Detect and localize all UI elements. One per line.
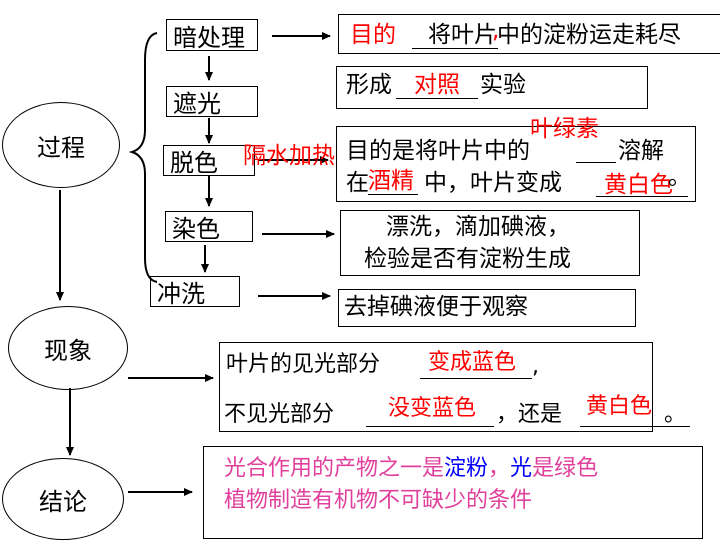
step-shade: 遮光 (166, 86, 258, 117)
conclusion-box (203, 446, 703, 539)
note-decolor (336, 126, 696, 202)
note-stain-line1: 漂洗，滴加碘液， (386, 214, 570, 240)
conclusion-part1: 光合作用的产物之一是 (224, 456, 445, 481)
step-dark-label: 暗处理 (173, 23, 245, 51)
note-shade-underline (396, 98, 478, 99)
phenomenon-line2-answer: 没变蓝色 (388, 396, 477, 421)
step-shade-label: 遮光 (173, 90, 221, 117)
note-shade-prefix: 形成 (346, 72, 392, 98)
note-dark-comma: , (492, 18, 500, 44)
oval-phenomenon: 现象 (8, 306, 128, 390)
phenomenon-line1-answer: 变成蓝色 (428, 350, 517, 375)
step-rinse-label: 冲洗 (157, 280, 205, 307)
note-decolor-period: 。 (668, 164, 691, 190)
note-stain-line2: 检验是否有淀粉生成 (364, 246, 571, 272)
oval-phenomenon-label: 现象 (44, 336, 92, 365)
phenomenon-underline-1 (420, 378, 532, 379)
phenomenon-box (219, 342, 653, 432)
conclusion-line2: 植物制造有机物不可缺少的条件 (224, 488, 533, 513)
note-dark (338, 14, 720, 54)
conclusion-part5: 是绿色 (532, 456, 599, 481)
note-shade-suffix: 实验 (480, 72, 526, 98)
brace (128, 32, 158, 283)
oval-process: 过程 (2, 102, 120, 188)
note-stain (340, 210, 640, 276)
phenomenon-line1-prefix: 叶片的见光部分 (226, 352, 381, 377)
note-decolor-line2-prefix: 在 (346, 170, 369, 196)
note-shade (336, 66, 648, 109)
phenomenon-underline-3 (580, 426, 690, 427)
step-decolor: 脱色 (163, 145, 255, 176)
note-decolor-line1-suffix: 溶解 (618, 138, 664, 164)
oval-conclusion: 结论 (2, 458, 124, 540)
note-dark-underline (412, 48, 498, 49)
step-rinse: 冲洗 (150, 276, 240, 307)
oval-conclusion-label: 结论 (39, 487, 87, 516)
phenomenon-line1-end: , (532, 354, 539, 379)
step-stain-label: 染色 (172, 215, 220, 242)
oval-process-label: 过程 (37, 133, 85, 162)
note-decolor-underline-2 (368, 194, 418, 195)
conclusion-light: 光 (510, 456, 533, 481)
note-decolor-answer-solvent: 酒精 (368, 168, 414, 194)
decolor-side-text: 隔水加热 (243, 143, 335, 169)
note-rinse-text: 去掉碘液便于观察 (344, 294, 528, 320)
conclusion-line1: 光合作用的产物之一是淀粉，光是绿色 (224, 458, 598, 480)
note-dark-prefix: 目的 (350, 22, 396, 48)
phenomenon-line2-middle: ，还是 (496, 402, 563, 427)
note-decolor-answer-pigment: 叶绿素 (530, 116, 599, 142)
phenomenon-line2-end: 。 (664, 402, 687, 427)
step-dark: 暗处理 (166, 19, 258, 51)
step-decolor-label: 脱色 (170, 149, 218, 176)
note-decolor-answer-color: 黄白色 (604, 172, 673, 198)
step-stain: 染色 (165, 211, 253, 242)
phenomenon-line2-prefix: 不见光部分 (224, 402, 335, 427)
note-dark-body: 将叶片中的淀粉运走耗尽 (428, 22, 681, 48)
note-decolor-underline-3 (596, 196, 688, 197)
phenomenon-line2-answer2: 黄白色 (586, 394, 653, 419)
note-decolor-line1-prefix: 目的是将叶片中的 (346, 138, 530, 164)
conclusion-part3: ， (488, 456, 511, 481)
phenomenon-underline-2 (366, 426, 494, 427)
note-rinse (338, 289, 636, 327)
note-decolor-line2-middle: 中，叶片变成 (424, 170, 562, 196)
note-shade-answer: 对照 (414, 72, 460, 98)
note-decolor-underline-1 (576, 162, 616, 163)
conclusion-starch: 淀粉 (444, 456, 489, 481)
